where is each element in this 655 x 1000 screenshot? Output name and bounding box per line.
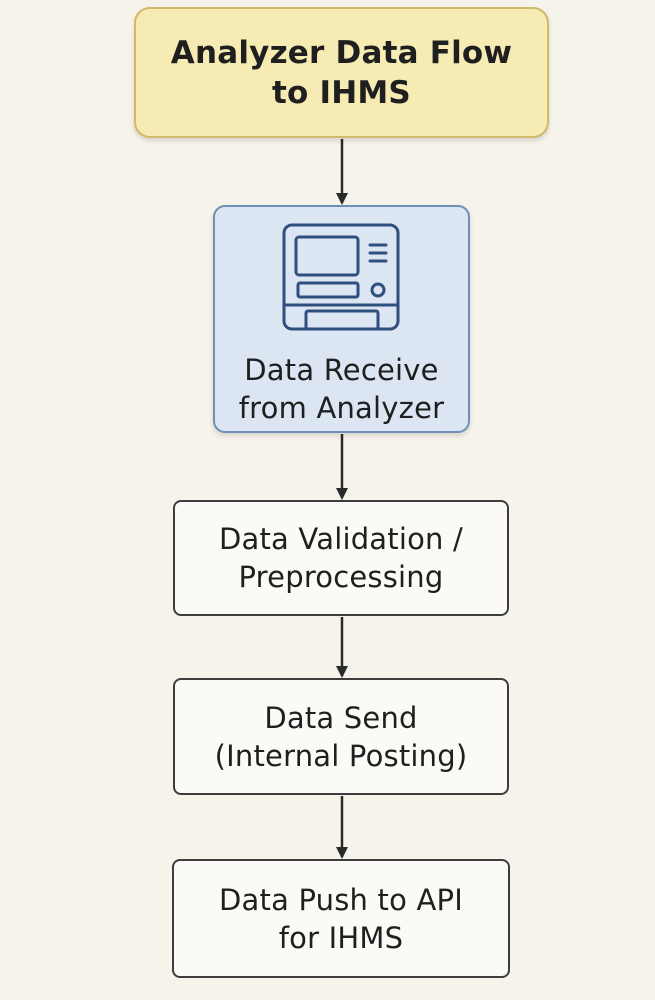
analyzer-device-icon (282, 223, 399, 331)
step-data-validation: Data Validation / Preprocessing (173, 500, 509, 616)
diagram-title: Analyzer Data Flow to IHMS (171, 33, 512, 113)
step-data-receive: Data Receive from Analyzer (213, 205, 470, 433)
step-data-push: Data Push to API for IHMS (172, 859, 510, 978)
title-line-2: to IHMS (272, 74, 411, 111)
title-line-1: Analyzer Data Flow (170, 34, 513, 71)
step-label: Data Send (Internal Posting) (214, 700, 468, 773)
step-data-send: Data Send (Internal Posting) (173, 678, 509, 795)
step-label: Data Push to API for IHMS (219, 882, 463, 955)
step-label: Data Validation / Preprocessing (218, 522, 464, 594)
step-label: Data Receive from Analyzer (238, 353, 445, 425)
diagram-title-box: Analyzer Data Flow to IHMS (134, 7, 549, 138)
